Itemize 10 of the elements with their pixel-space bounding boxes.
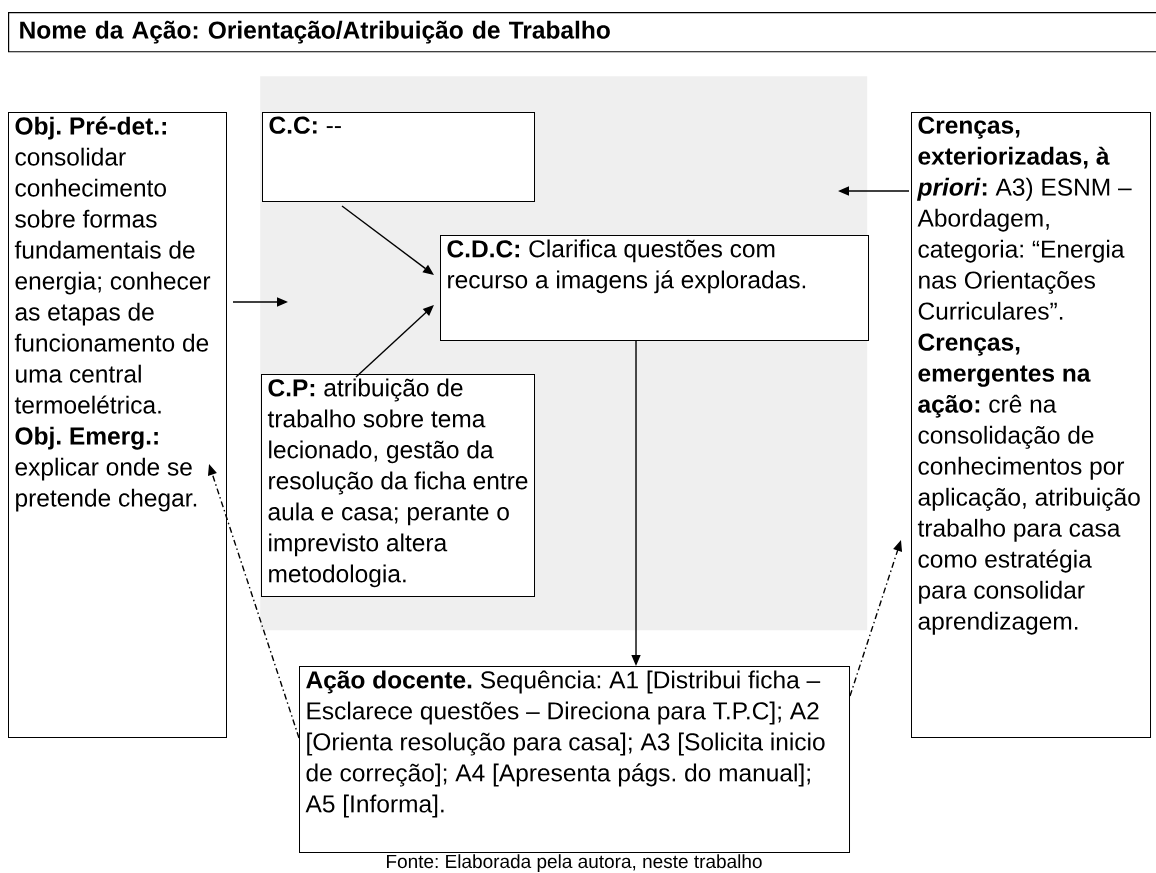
text-box: C.P: atribuição de trabalho sobre tema lecionado, gestão da resolução da ficha entre aula e casa; perante o imprevisto altera metodologia. bbox=[261, 374, 535, 597]
text-box: Obj. Pré-det.: consolidar conhecimento sobre formas fundamentais de energia; conhecer as etapas de funcionamento de uma central termoelétrica. Obj. Emerg.: explicar onde se pretende chegar. bbox=[8, 112, 227, 738]
title-bar: Nome da Ação: Orientação/Atribuição de Trabalho bbox=[8, 12, 1156, 53]
text-box: C.C: -- bbox=[262, 112, 535, 202]
arrow bbox=[341, 205, 434, 275]
text-box: Crenças, exteriorizadas, à priori: A3) ESNM – Abordagem, categoria: “Energia nas Orientações Curriculares”. Crenças, emergentes na ação: crê na consolidação de conhecimentos por aplicação, atribuição trabalho para casa como estratégia para consolidar aprendizagem. bbox=[911, 112, 1151, 738]
text-box: C.D.C: Clarifica questões com recurso a imagens já exploradas. bbox=[440, 235, 869, 341]
arrow bbox=[355, 305, 434, 378]
caption: Fonte: Elaborada pela autora, neste trabalho bbox=[387, 854, 762, 872]
text-box: Ação docente. Sequência: A1 [Distribui ficha – Esclarece questões – Direciona para T.P.C]; A2 [Orienta resolução para casa]; A3 [Solicita inicio de correção]; A4 [Apresenta págs. do manual]; A5 [Informa]. bbox=[299, 666, 850, 853]
